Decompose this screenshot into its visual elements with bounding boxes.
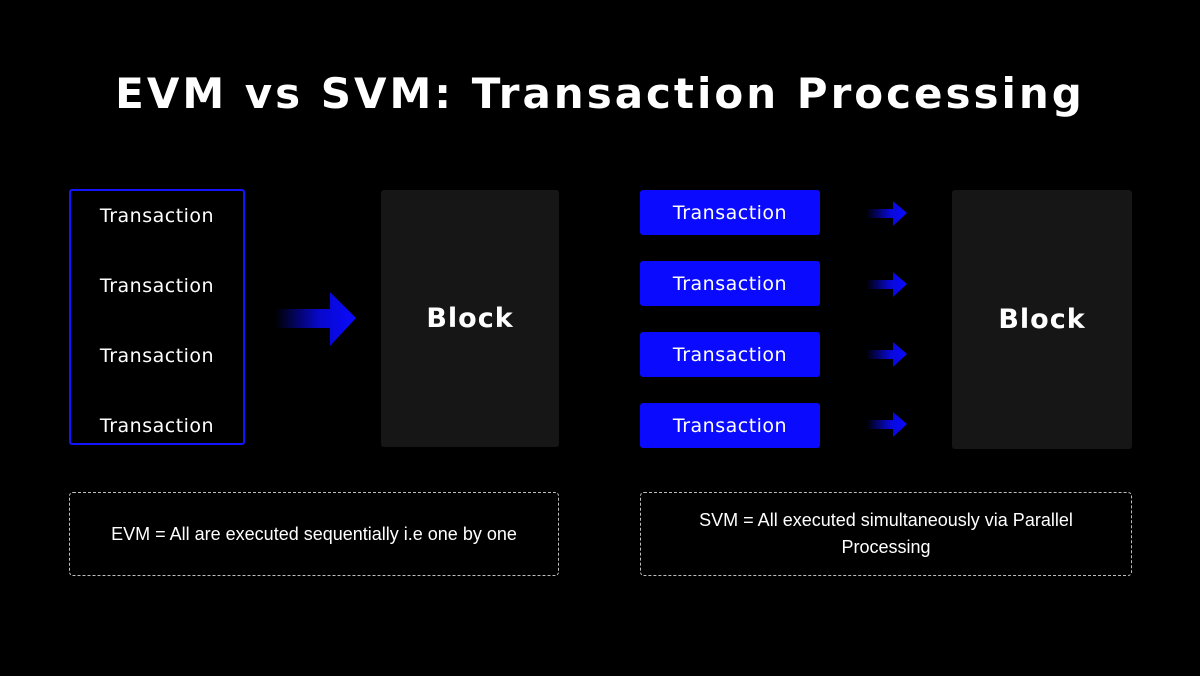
svm-transaction-1-label: Transaction (672, 201, 788, 224)
evm-transaction-1: Transaction (99, 205, 215, 227)
page-title: EVM vs SVM: Transaction Processing (115, 69, 1085, 118)
arrow-right-icon (866, 342, 907, 367)
svm-transaction-1: Transaction (640, 190, 820, 235)
svm-transaction-2: Transaction (640, 261, 820, 306)
svm-transaction-2-label: Transaction (672, 272, 788, 295)
evm-caption: EVM = All are executed sequentially i.e … (111, 523, 517, 544)
svm-transaction-4-label: Transaction (672, 414, 788, 437)
svm-caption-box: SVM = All executed simultaneously via Pa… (640, 492, 1132, 576)
evm-transaction-2: Transaction (99, 275, 215, 297)
evm-transaction-4: Transaction (99, 415, 215, 437)
svm-block-label: Block (998, 304, 1086, 335)
arrow-right-icon (275, 292, 356, 346)
arrow-right-icon (866, 272, 907, 297)
evm-block-label: Block (426, 303, 514, 334)
evm-transaction-3: Transaction (99, 345, 215, 367)
svm-caption: SVM = All executed simultaneously via Pa… (699, 510, 1073, 557)
arrow-right-icon (866, 201, 907, 226)
svm-block: Block (952, 190, 1132, 449)
arrow-right-icon (866, 412, 907, 437)
svm-transaction-3: Transaction (640, 332, 820, 377)
evm-block: Block (381, 190, 559, 447)
svm-transaction-4: Transaction (640, 403, 820, 448)
evm-caption-box: EVM = All are executed sequentially i.e … (69, 492, 559, 576)
svm-transaction-3-label: Transaction (672, 343, 788, 366)
evm-transaction-group: Transaction Transaction Transaction Tran… (69, 189, 245, 445)
